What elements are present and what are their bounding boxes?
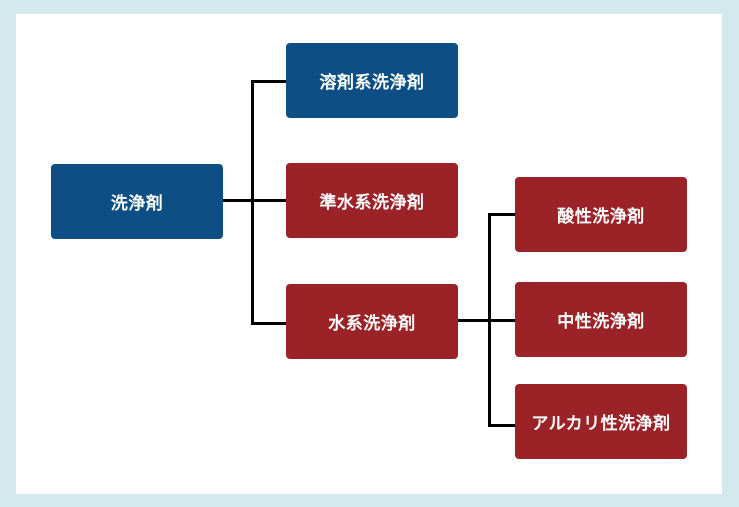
diagram-panel: 洗浄剤 溶剤系洗浄剤 準水系洗浄剤 水系洗浄剤 酸性洗浄剤 中性洗浄剤 アルカリ… — [16, 14, 722, 494]
connector-root-stem — [223, 199, 267, 202]
node-solvent-detergent: 溶剤系洗浄剤 — [286, 43, 458, 118]
node-alkaline-detergent: アルカリ性洗浄剤 — [515, 384, 687, 459]
connector-level1-vertical — [251, 80, 254, 325]
connector-to-alkaline — [488, 424, 516, 427]
node-semi-aqueous-detergent: 準水系洗浄剤 — [286, 163, 458, 238]
node-acidic-detergent: 酸性洗浄剤 — [515, 177, 687, 252]
node-aqueous-detergent: 水系洗浄剤 — [286, 284, 458, 359]
connector-to-semi-aqueous — [251, 199, 286, 202]
node-detergent: 洗浄剤 — [51, 164, 223, 239]
connector-aqueous-stem — [458, 319, 488, 322]
connector-to-aqueous — [251, 322, 286, 325]
connector-to-solvent — [251, 80, 286, 83]
connector-to-neutral — [488, 319, 516, 322]
connector-to-acidic — [488, 213, 516, 216]
node-neutral-detergent: 中性洗浄剤 — [515, 282, 687, 357]
